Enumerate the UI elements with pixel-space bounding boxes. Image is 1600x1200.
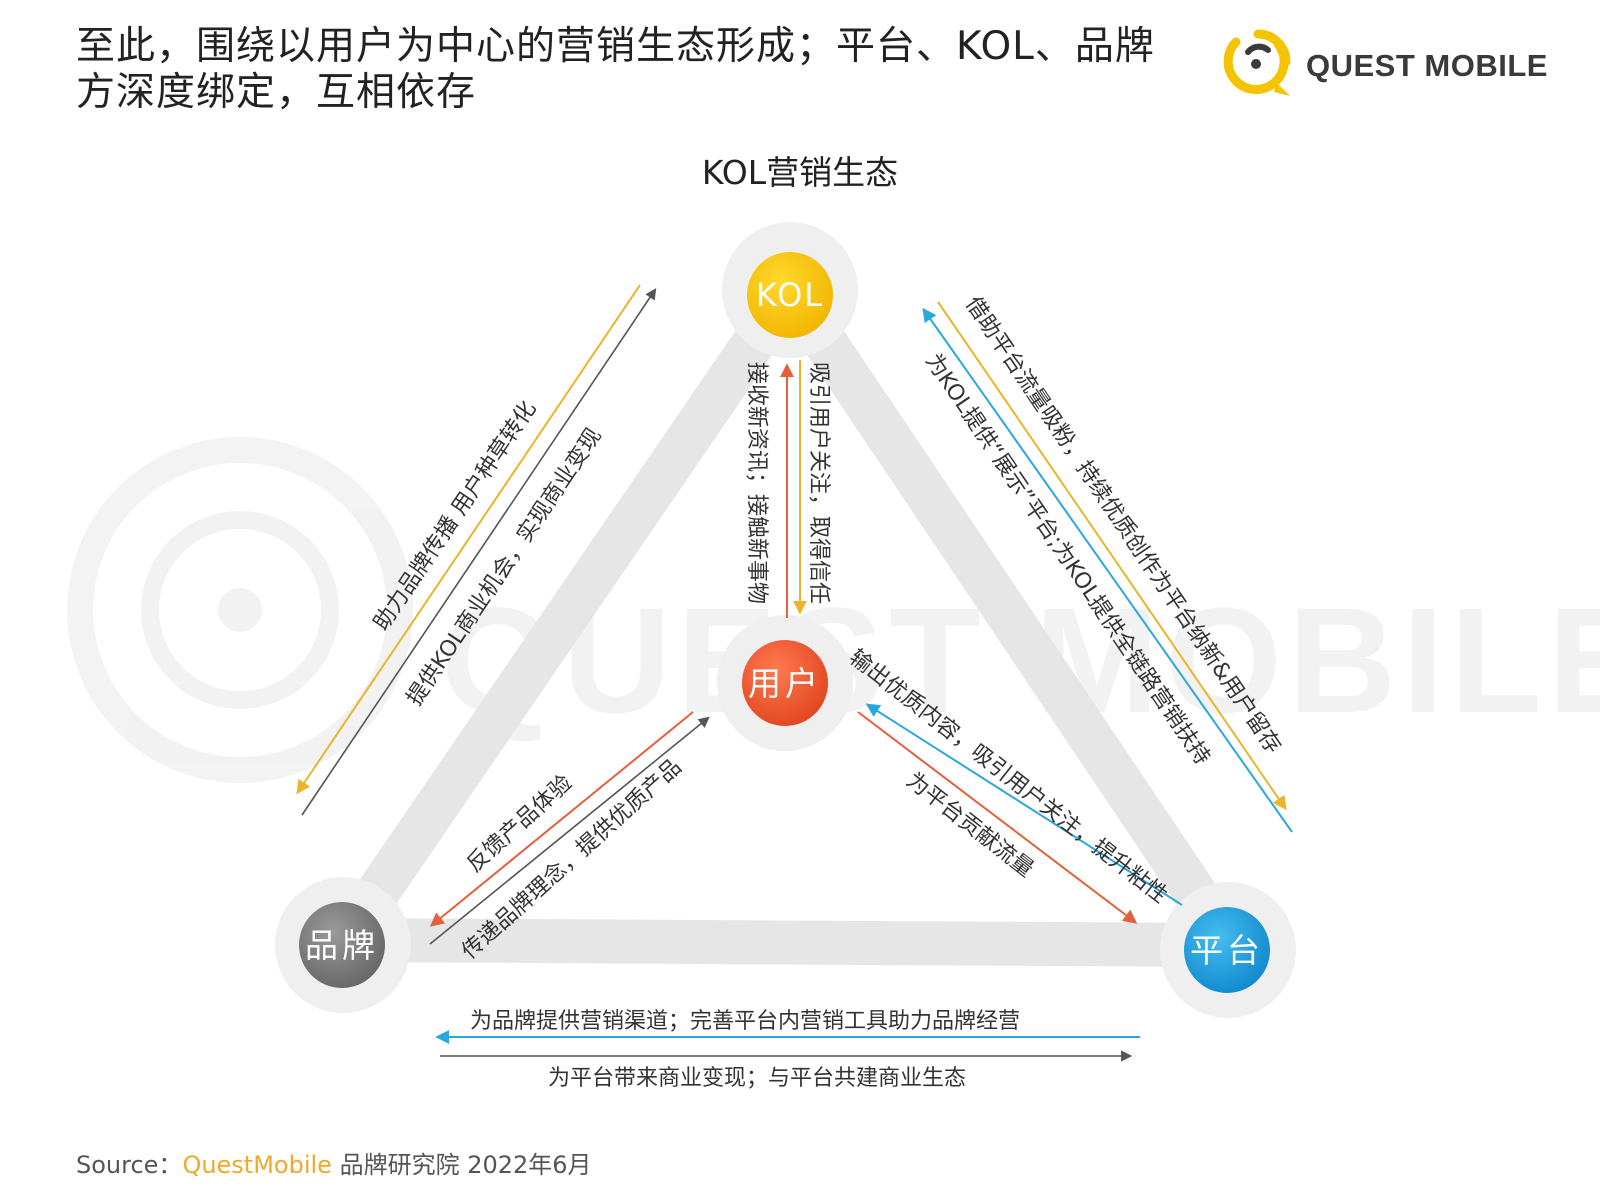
label-platform-to-brand: 为品牌提供营销渠道；完善平台内营销工具助力品牌经营 — [470, 1009, 1020, 1034]
label-brand-to-platform: 为平台带来商业变现；与平台共建商业生态 — [548, 1066, 966, 1091]
diagram-title: KOL营销生态 — [701, 153, 899, 192]
label-kol-to-user: 吸引用户关注，取得信任 — [806, 362, 831, 604]
arrow-platform-to-user-blue — [865, 703, 1183, 906]
quest-mobile-logo: QUEST MOBILE — [1218, 22, 1548, 102]
node-brand-label: 品牌 — [305, 926, 379, 965]
node-user-label: 用户 — [748, 664, 822, 703]
arrow-kol-to-platform-gold — [937, 301, 1287, 811]
node-platform: 平台 — [1184, 907, 1270, 993]
source-brand: QuestMobile — [182, 1151, 332, 1179]
label-user-to-kol: 接收新资讯；接触新事物 — [744, 362, 769, 604]
arrow-platform-to-kol-blue — [922, 307, 1293, 833]
source-note: Source：QuestMobile 品牌研究院 2022年6月 — [76, 1145, 592, 1180]
quest-mobile-logo-icon — [1223, 29, 1291, 96]
source-prefix: Source： — [76, 1151, 183, 1179]
node-kol-label: KOL — [756, 276, 824, 314]
arrow-brand-to-user — [429, 716, 710, 945]
arrow-user-to-brand — [429, 711, 694, 927]
arrow-brand-to-kol-gray — [301, 288, 657, 816]
node-kol: KOL — [747, 252, 833, 338]
node-platform-label: 平台 — [1190, 931, 1264, 970]
node-user: 用户 — [742, 640, 828, 726]
node-brand: 品牌 — [299, 902, 385, 988]
source-suffix: 品牌研究院 2022年6月 — [331, 1151, 592, 1179]
page-title: 至此，围绕以用户为中心的营销生态形成；平台、KOL、品牌方深度绑定，互相依存 — [76, 24, 1155, 115]
logo-text: QUEST MOBILE — [1306, 48, 1548, 83]
triangle-track — [323, 268, 1252, 967]
arrow-kol-to-brand-gold — [296, 284, 641, 795]
arrow-user-to-platform-red — [857, 711, 1138, 924]
